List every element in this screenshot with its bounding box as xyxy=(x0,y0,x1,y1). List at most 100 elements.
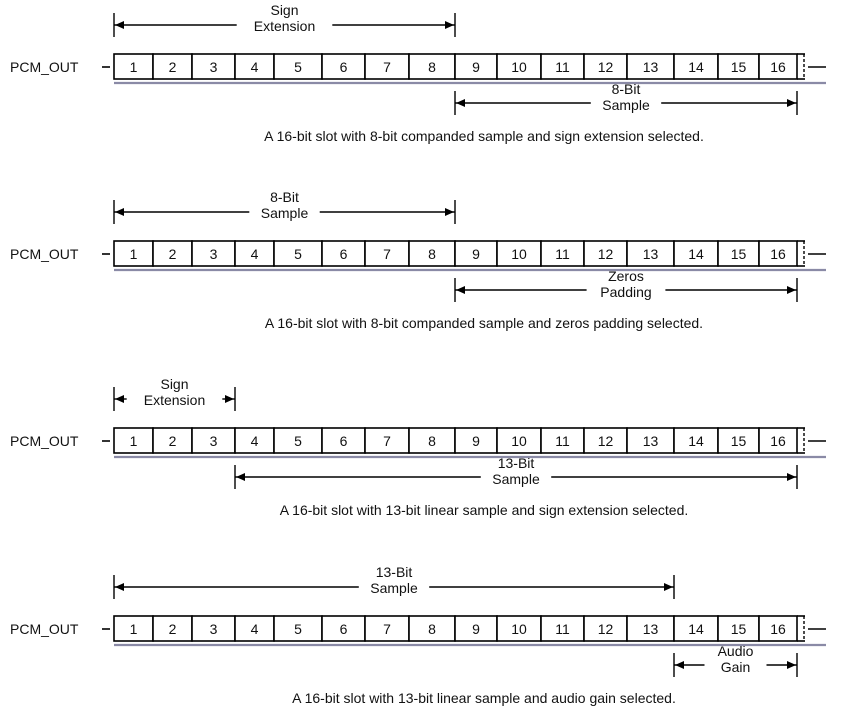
bit-label-12: 12 xyxy=(598,246,614,262)
bit-label-15: 15 xyxy=(731,621,747,637)
bit-cell-9 xyxy=(454,53,498,80)
bit-cell-6 xyxy=(321,240,366,267)
upper-label-line1: Sign xyxy=(270,2,298,18)
bit-label-6: 6 xyxy=(340,621,348,637)
bit-cell-5 xyxy=(273,53,323,80)
upper-arrow-left xyxy=(115,208,124,216)
bit-cell-16 xyxy=(758,427,798,454)
upper-label-line2: Extension xyxy=(144,392,205,408)
upper-label-line2: Sample xyxy=(370,580,418,596)
upper-label-line2: Extension xyxy=(254,18,315,34)
bit-label-4: 4 xyxy=(251,59,259,75)
bit-label-2: 2 xyxy=(169,621,177,637)
lower-label-line2: Sample xyxy=(492,471,540,487)
bit-cell-11 xyxy=(540,240,585,267)
bit-cell-2 xyxy=(152,615,193,642)
bit-cell-15 xyxy=(717,615,760,642)
bit-label-14: 14 xyxy=(688,246,704,262)
upper-arrow-left xyxy=(115,583,124,591)
upper-label-line1: Sign xyxy=(160,376,188,392)
bit-label-9: 9 xyxy=(472,433,480,449)
bit-label-14: 14 xyxy=(688,59,704,75)
bit-label-11: 11 xyxy=(555,621,570,637)
bit-label-10: 10 xyxy=(511,246,527,262)
bit-cell-1 xyxy=(113,53,154,80)
bit-label-4: 4 xyxy=(251,433,259,449)
bit-cell-11 xyxy=(540,53,585,80)
bit-cell-16 xyxy=(758,615,798,642)
bit-label-2: 2 xyxy=(169,433,177,449)
bit-cell-4 xyxy=(234,615,275,642)
bit-label-7: 7 xyxy=(383,433,391,449)
bit-label-3: 3 xyxy=(210,246,218,262)
bit-label-6: 6 xyxy=(340,246,348,262)
bit-label-2: 2 xyxy=(169,246,177,262)
bit-label-7: 7 xyxy=(383,246,391,262)
bit-label-2: 2 xyxy=(169,59,177,75)
bit-cell-5 xyxy=(273,240,323,267)
bit-label-4: 4 xyxy=(251,246,259,262)
lower-arrow-left xyxy=(456,286,465,294)
lower-arrow-right xyxy=(787,99,796,107)
lower-label-line1: Audio xyxy=(718,643,754,659)
bit-label-8: 8 xyxy=(428,59,436,75)
bit-cell-3 xyxy=(191,240,236,267)
bit-label-5: 5 xyxy=(294,59,302,75)
bit-cell-5 xyxy=(273,615,323,642)
lower-arrow-left xyxy=(236,473,245,481)
bit-label-9: 9 xyxy=(472,59,480,75)
panel-caption: A 16-bit slot with 13-bit linear sample … xyxy=(280,502,689,518)
bit-cell-16 xyxy=(758,53,798,80)
bit-label-15: 15 xyxy=(731,433,747,449)
bit-cell-4 xyxy=(234,427,275,454)
bit-cell-10 xyxy=(496,53,542,80)
bit-label-10: 10 xyxy=(511,59,527,75)
upper-arrow-left xyxy=(115,21,124,29)
lower-arrow-left xyxy=(675,661,684,669)
bit-cell-1 xyxy=(113,615,154,642)
bit-label-9: 9 xyxy=(472,621,480,637)
bit-cell-12 xyxy=(583,53,628,80)
upper-arrow-right xyxy=(445,208,454,216)
bit-label-14: 14 xyxy=(688,621,704,637)
bit-label-4: 4 xyxy=(251,621,259,637)
lower-label-line2: Padding xyxy=(600,284,651,300)
bit-label-7: 7 xyxy=(383,59,391,75)
upper-label-line1: 13-Bit xyxy=(376,564,413,580)
bit-cell-5 xyxy=(273,427,323,454)
bit-cell-11 xyxy=(540,427,585,454)
bit-cell-8 xyxy=(408,240,456,267)
bit-cell-12 xyxy=(583,240,628,267)
bit-label-16: 16 xyxy=(770,59,786,75)
bit-cell-16 xyxy=(758,240,798,267)
bit-label-1: 1 xyxy=(130,621,138,637)
bit-label-1: 1 xyxy=(130,246,138,262)
bit-cell-6 xyxy=(321,615,366,642)
bit-label-11: 11 xyxy=(555,59,570,75)
upper-arrow-right xyxy=(225,395,234,403)
lower-label-line2: Sample xyxy=(602,97,650,113)
lower-arrow-right xyxy=(787,286,796,294)
lower-label-line1: Zeros xyxy=(608,268,644,284)
bit-label-10: 10 xyxy=(511,433,527,449)
upper-arrow-right xyxy=(664,583,673,591)
bit-label-11: 11 xyxy=(555,433,570,449)
bit-label-1: 1 xyxy=(130,59,138,75)
bit-label-8: 8 xyxy=(428,621,436,637)
bit-cell-9 xyxy=(454,240,498,267)
bit-cell-7 xyxy=(364,427,410,454)
upper-label-line1: 8-Bit xyxy=(270,189,299,205)
bit-cell-4 xyxy=(234,53,275,80)
signal-label: PCM_OUT xyxy=(10,433,79,449)
